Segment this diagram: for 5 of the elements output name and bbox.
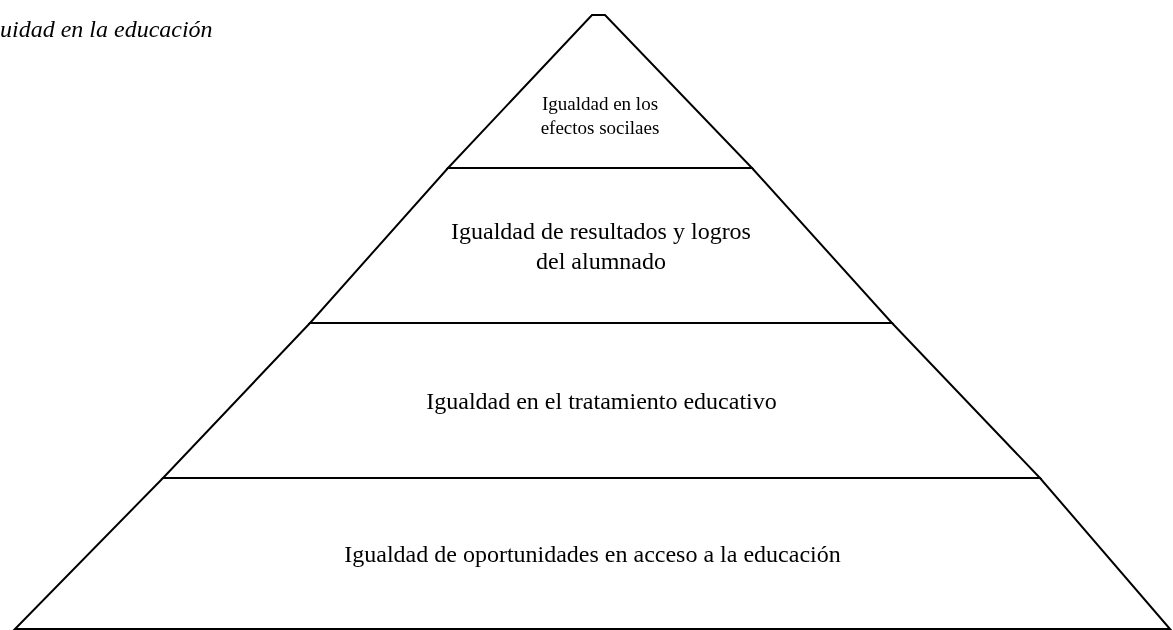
level-label: Igualdad en los efectos socilaes (539, 92, 661, 140)
diagram-title: uidad en la educación (0, 15, 213, 44)
level-label: Igualdad de resultados y logros del alumnado (451, 216, 751, 276)
level-label: Igualdad de oportunidades en acceso a la educación (344, 539, 841, 569)
level-label: Igualdad en el tratamiento educativo (426, 386, 777, 416)
